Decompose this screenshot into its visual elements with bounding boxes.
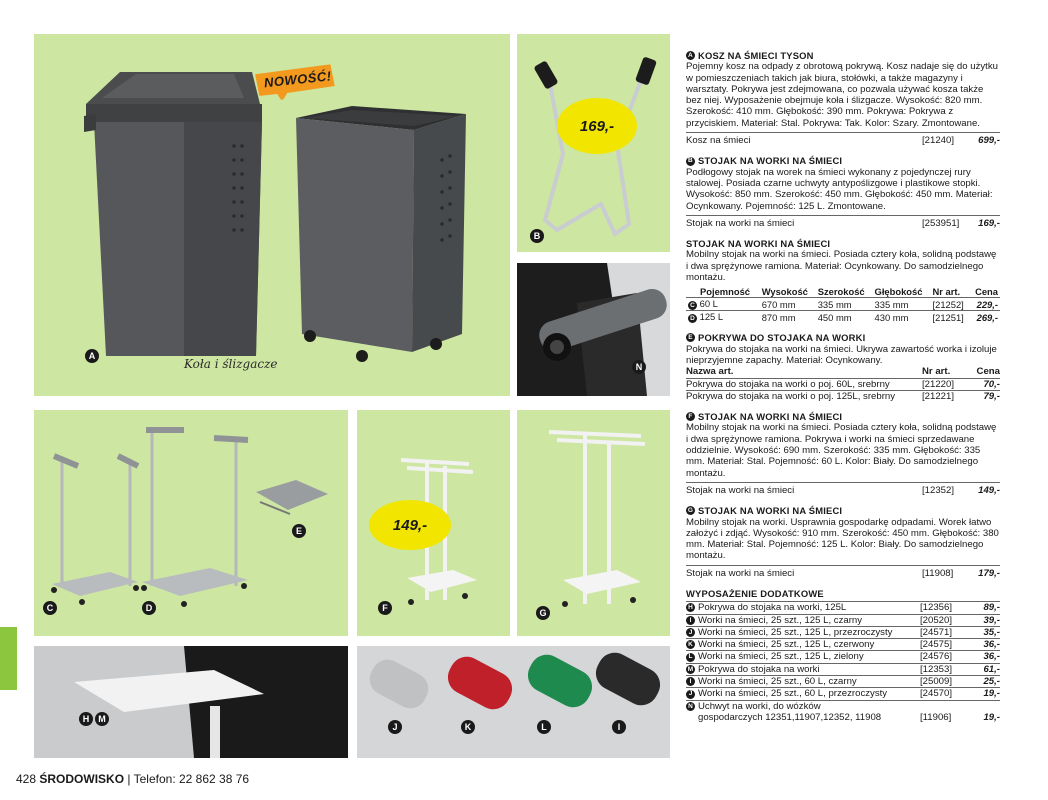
section-b-title: STOJAK NA WORKI NA ŚMIECI (698, 155, 843, 167)
section-b-desc: Podłogowy stojak na worek na śmieci wyko… (686, 166, 993, 212)
page-footer: 428 ŚRODOWISKO | Telefon: 22 862 38 76 (16, 772, 249, 786)
label-e: E (292, 524, 306, 538)
photo-panel-a: NOWOŚĆ! Koła i ślizgacze A (34, 34, 510, 396)
section-f-title: STOJAK NA WORKI NA ŚMIECI (698, 411, 843, 423)
section-a-desc: Pojemny kosz na odpady z obrotową pokryw… (686, 61, 998, 129)
label-a: A (85, 349, 99, 363)
photo-panel-b: 169,- B (517, 34, 670, 252)
bag-holder-illustration (517, 263, 670, 396)
stand-g-illustration (548, 430, 646, 607)
photo-panel-f: 149,- F (357, 410, 510, 636)
new-badge: NOWOŚĆ! (255, 64, 337, 102)
section-e-desc: Pokrywa do stojaka na worki na śmieci. U… (686, 343, 997, 366)
price-row: Stojak na worki na śmieci[11908]179,- (686, 564, 1000, 579)
photo-panel-cde: E C D (34, 410, 348, 636)
section-f-desc: Mobilny stojak na worki na śmieci. Posia… (686, 422, 997, 479)
section-cd: STOJAK NA WORKI NA ŚMIECI Mobilny stojak… (686, 238, 1000, 324)
marker-f: F (686, 412, 695, 422)
tyson-bins-illustration (84, 72, 466, 362)
price-row: Pokrywa do stojaka na worki o poj. 125L,… (686, 389, 1000, 402)
section-a-title: KOSZ NA ŚMIECI TYSON (698, 50, 814, 61)
lid-hm-illustration (34, 646, 348, 758)
price-row: Kosz na śmieci[21240]699,- (686, 132, 1000, 146)
price-burst-b: 169,- (557, 98, 637, 154)
marker-b: B (686, 156, 695, 166)
photo-panel-hm: H M (34, 646, 348, 758)
wheels-note: Koła i ślizgacze (184, 357, 278, 371)
section-cd-title: STOJAK NA WORKI NA ŚMIECI (686, 238, 831, 250)
label-m: M (95, 712, 109, 726)
label-g: G (536, 606, 550, 620)
page-number: 428 (16, 772, 37, 786)
price-burst-f: 149,- (369, 500, 451, 550)
marker-e: E (686, 333, 695, 343)
section-tab (0, 627, 17, 690)
table-header: Nazwa art.Nr art.Cena (686, 366, 1000, 378)
section-name: ŚRODOWISKO (39, 772, 125, 786)
photo-panel-n: N (517, 263, 670, 396)
table-row: C 60 L 670 mm 335 mm 335 mm [21252] 229,… (686, 297, 1000, 311)
label-b: B (530, 229, 544, 243)
label-f: F (378, 601, 392, 615)
label-n: N (632, 360, 646, 374)
stand-b-illustration (534, 57, 657, 238)
bag-rolls-illustration (357, 646, 670, 758)
label-j: J (388, 720, 402, 734)
section-e-title: POKRYWA DO STOJAKA NA WORKI (698, 332, 866, 344)
price-burst-b-text: 169,- (579, 117, 615, 135)
section-cd-desc: Mobilny stojak na worki na śmieci. Posia… (686, 249, 997, 284)
label-i: I (612, 720, 626, 734)
price-row: Stojak na worki na śmieci[253951]169,- (686, 214, 1000, 229)
label-d: D (142, 601, 156, 615)
photo-panel-g: G (517, 410, 670, 636)
label-k: K (461, 720, 475, 734)
label-h: H (79, 712, 93, 726)
spec-table-cd: Pojemność Wysokość Szerokość Głębokość N… (686, 286, 1000, 324)
marker-g: G (686, 506, 695, 516)
price-row: Stojak na worki na śmieci[12352]149,- (686, 481, 1000, 496)
price-burst-f-text: 149,- (392, 516, 428, 534)
stands-cde-illustration (51, 427, 328, 607)
phone-info: | Telefon: 22 862 38 76 (127, 772, 250, 786)
table-row: D 125 L 870 mm 450 mm 430 mm [21251] 269… (686, 310, 1000, 324)
section-g-desc: Mobilny stojak na worki. Usprawnia gospo… (686, 516, 999, 562)
photo-panel-bags: J K L I (357, 646, 670, 758)
price-row: Pokrywa do stojaka na worki o poj. 60L, … (686, 377, 1000, 390)
label-l: L (537, 720, 551, 734)
label-c: C (43, 601, 57, 615)
section-g-title: STOJAK NA WORKI NA ŚMIECI (698, 505, 843, 517)
marker-a: A (686, 51, 695, 61)
accessories-title: WYPOSAŻENIE DODATKOWE (686, 587, 824, 599)
